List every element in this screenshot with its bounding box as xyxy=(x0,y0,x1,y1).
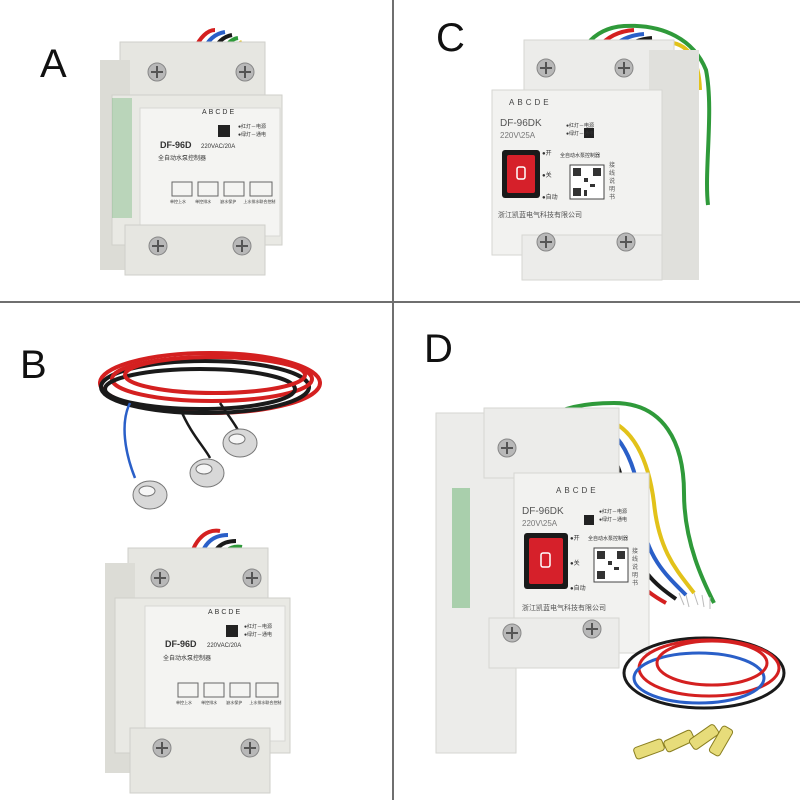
caption-2: 单控排水 xyxy=(201,700,218,705)
terminal-row: ABCDE xyxy=(202,109,236,116)
terminal-d: D xyxy=(534,98,544,107)
side-text: 接线说明书 xyxy=(632,549,639,587)
panel-a: A ABCDE D xyxy=(0,0,392,301)
terminal-b: B xyxy=(208,109,216,116)
company-label: 浙江凯蓝电气科技有限公司 xyxy=(498,212,582,219)
company-label: 浙江凯蓝电气科技有限公司 xyxy=(522,605,606,612)
panel-label-b: B xyxy=(20,343,47,387)
subtitle-label: 全自动水泵控制器 xyxy=(560,153,601,159)
panel-d: D xyxy=(394,303,800,800)
panel-label-a: A xyxy=(40,42,67,86)
terminal-c: C xyxy=(525,98,535,107)
switch-label-on: ●开 xyxy=(542,151,552,157)
terminal-d: D xyxy=(228,609,236,616)
terminal-a: A xyxy=(509,98,518,107)
caption-3: 缺水保护 xyxy=(220,199,237,204)
diagram-captions: 单控上水 单控排水 缺水保护 上水排水联合控制 xyxy=(170,199,275,205)
terminal-b: B xyxy=(517,98,526,107)
terminal-e: E xyxy=(229,109,237,116)
horizontal-divider xyxy=(0,301,800,303)
terminal-row: ABCDE xyxy=(556,486,599,495)
terminal-d: D xyxy=(222,109,230,116)
panel-b: B xyxy=(0,303,392,800)
terminal-c: C xyxy=(221,609,229,616)
terminal-b: B xyxy=(564,486,573,495)
indicator-line-2: ●绿灯－通电 xyxy=(566,131,595,137)
side-text: 接线说明书 xyxy=(609,163,616,201)
indicator-line-2: ●绿灯－通电 xyxy=(238,132,267,138)
terminal-d: D xyxy=(581,486,591,495)
model-label: DF-96D xyxy=(165,639,197,649)
indicator-line-1: ●红灯－电源 xyxy=(599,509,628,515)
model-label: DF-96D xyxy=(160,140,192,150)
rating-label: 220V\25A xyxy=(500,131,536,140)
terminal-a: A xyxy=(556,486,565,495)
caption-4: 上水排水联合控制 xyxy=(243,199,276,204)
switch-label-off: ●关 xyxy=(542,173,552,179)
terminal-c: C xyxy=(572,486,582,495)
rating-label: 220VAC/20A xyxy=(207,643,242,649)
indicator-line-2: ●绿灯－通电 xyxy=(244,632,273,638)
caption-4: 上水排水联合控制 xyxy=(249,700,282,705)
indicator-line-2: ●绿灯－通电 xyxy=(599,517,628,523)
terminal-b: B xyxy=(214,609,222,616)
indicator-line-1: ●红灯－电源 xyxy=(238,124,267,130)
caption-2: 单控排水 xyxy=(195,199,212,204)
switch-label-auto: ●自动 xyxy=(542,195,558,201)
sensor-cable-bundle xyxy=(98,351,322,794)
indicator-line-1: ●红灯－电源 xyxy=(566,123,595,129)
panel-c: C ABCDE DF-96DK 220V\25A ●红灯－电源 xyxy=(394,0,800,301)
terminal-e: E xyxy=(590,486,599,495)
rating-label: 220V\25A xyxy=(522,519,558,528)
terminal-row: ABCDE xyxy=(208,609,242,616)
terminal-a: A xyxy=(208,609,215,616)
caption-3: 缺水保护 xyxy=(226,700,243,705)
indicator-line-1: ●红灯－电源 xyxy=(244,624,273,630)
switch-label-off: ●关 xyxy=(570,561,580,567)
subtitle-label: 全自动水泵控制器 xyxy=(163,656,212,662)
caption-1: 单控上水 xyxy=(170,199,186,204)
diagram-captions: 单控上水 单控排水 缺水保护 上水排水联合控制 xyxy=(176,700,281,706)
subtitle-label: 全自动水泵控制器 xyxy=(588,536,629,542)
terminal-e: E xyxy=(235,609,243,616)
switch-label-auto: ●自动 xyxy=(570,586,586,592)
terminal-e: E xyxy=(543,98,552,107)
panel-label-c: C xyxy=(436,16,465,60)
terminal-row: ABCDE xyxy=(509,98,552,107)
terminal-a: A xyxy=(202,109,209,116)
panel-label-d: D xyxy=(424,327,453,371)
vertical-divider xyxy=(392,0,394,800)
caption-1: 单控上水 xyxy=(176,700,192,705)
subtitle-label: 全自动水泵控制器 xyxy=(158,156,207,162)
rating-label: 220VAC/20A xyxy=(201,144,236,150)
terminal-c: C xyxy=(215,109,223,116)
device-df-96dk-d xyxy=(435,400,786,760)
device-df-96d xyxy=(100,28,283,276)
model-label: DF-96DK xyxy=(500,118,542,129)
device-df-96dk-c xyxy=(491,23,712,281)
switch-label-on: ●开 xyxy=(570,536,580,542)
model-label: DF-96DK xyxy=(522,506,564,517)
